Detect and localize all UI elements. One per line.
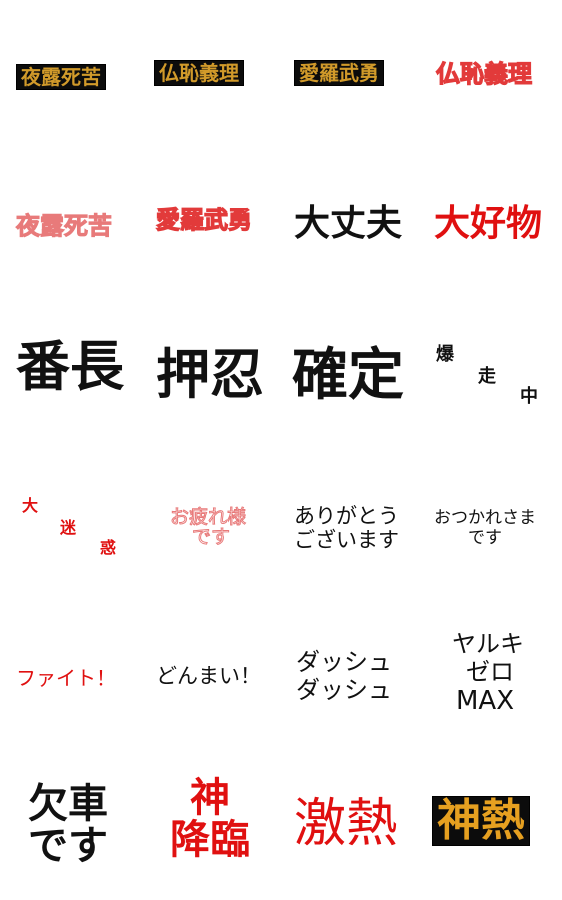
sticker-text: 押忍	[156, 343, 264, 406]
sticker-daimeiwaku[interactable]: 大 迷 惑	[8, 450, 148, 600]
sticker-line-2: です	[28, 823, 108, 869]
sticker-line-2: ございます	[294, 528, 399, 552]
sticker-arigatou[interactable]: ありがとう ございます	[288, 450, 428, 600]
sticker-line-1: ありがとう	[294, 504, 399, 528]
sticker-fight[interactable]: ファイト！	[8, 600, 148, 750]
sticker-line-1: ダッシュ	[296, 648, 392, 676]
sticker-ketsusha[interactable]: 欠車 です	[8, 750, 148, 900]
sticker-text: どんまい！	[156, 664, 261, 688]
sticker-banchou[interactable]: 番長	[8, 300, 148, 450]
sticker-shinnetsu[interactable]: 神熱	[428, 750, 562, 900]
sticker-text: 仏恥義理	[435, 60, 532, 88]
sticker-butchigiri-outline[interactable]: 仏恥義理	[428, 0, 562, 150]
sticker-otsukaresama-outline[interactable]: お疲れ様 です	[148, 450, 288, 600]
sticker-text: 激熱	[294, 794, 399, 854]
sticker-line-1: お疲れ様	[169, 506, 247, 528]
sticker-line-1: おつかれさま	[434, 508, 536, 528]
sticker-yarukizero[interactable]: ヤルキ ゼロ MAX	[428, 600, 562, 750]
sticker-text: 確定	[292, 343, 404, 408]
sticker-line-2: です	[191, 526, 231, 548]
sticker-line-2: です	[468, 528, 502, 548]
sticker-yoroshiku-outline[interactable]: 夜露死苦	[8, 150, 148, 300]
sticker-line-1: 神	[190, 775, 230, 821]
sticker-osu[interactable]: 押忍	[148, 300, 288, 450]
sticker-line-2: ダッシュ	[296, 676, 392, 704]
sticker-text: 愛羅武勇	[294, 60, 384, 86]
sticker-line-1: 欠車	[28, 781, 108, 827]
sticker-bousouchuu[interactable]: 爆 走 中	[428, 300, 562, 450]
sticker-kamikourin[interactable]: 神 降臨	[148, 750, 288, 900]
sticker-butchigiri-gold[interactable]: 仏恥義理	[148, 0, 288, 150]
sticker-line-2: ゼロ	[466, 658, 514, 686]
sticker-text: 仏恥義理	[154, 60, 244, 86]
sticker-daijoubu[interactable]: 大丈夫	[288, 150, 428, 300]
sticker-text: 大丈夫	[294, 203, 403, 244]
sticker-char-2: 走	[478, 366, 496, 387]
sticker-donmai[interactable]: どんまい！	[148, 600, 288, 750]
sticker-char-2: 迷	[60, 518, 77, 537]
sticker-text: 愛羅武勇	[155, 206, 252, 234]
sticker-char-1: 大	[22, 496, 39, 515]
sticker-line-2: 降臨	[170, 817, 250, 863]
sticker-daikoubutsu[interactable]: 大好物	[428, 150, 562, 300]
sticker-yoroshiku-gold[interactable]: 夜露死苦	[8, 0, 148, 150]
sticker-char-3: 中	[520, 386, 538, 407]
sticker-airabuyu-gold[interactable]: 愛羅武勇	[288, 0, 428, 150]
sticker-text: 夜露死苦	[16, 212, 113, 240]
sticker-char-1: 爆	[436, 344, 454, 365]
sticker-char-3: 惑	[100, 538, 117, 557]
sticker-airabuyu-outline[interactable]: 愛羅武勇	[148, 150, 288, 300]
sticker-gekiatsu[interactable]: 激熱	[288, 750, 428, 900]
sticker-text: 番長	[16, 335, 124, 398]
sticker-dash[interactable]: ダッシュ ダッシュ	[288, 600, 428, 750]
sticker-text: ファイト！	[16, 666, 116, 690]
sticker-text: 大好物	[434, 203, 543, 244]
sticker-kakutei[interactable]: 確定	[288, 300, 428, 450]
sticker-text: 夜露死苦	[16, 64, 106, 90]
sticker-otsukaresama-hand[interactable]: おつかれさま です	[428, 450, 562, 600]
sticker-line-1: ヤルキ	[452, 630, 524, 658]
sticker-text: 神熱	[432, 796, 530, 846]
sticker-line-3: MAX	[456, 686, 515, 716]
